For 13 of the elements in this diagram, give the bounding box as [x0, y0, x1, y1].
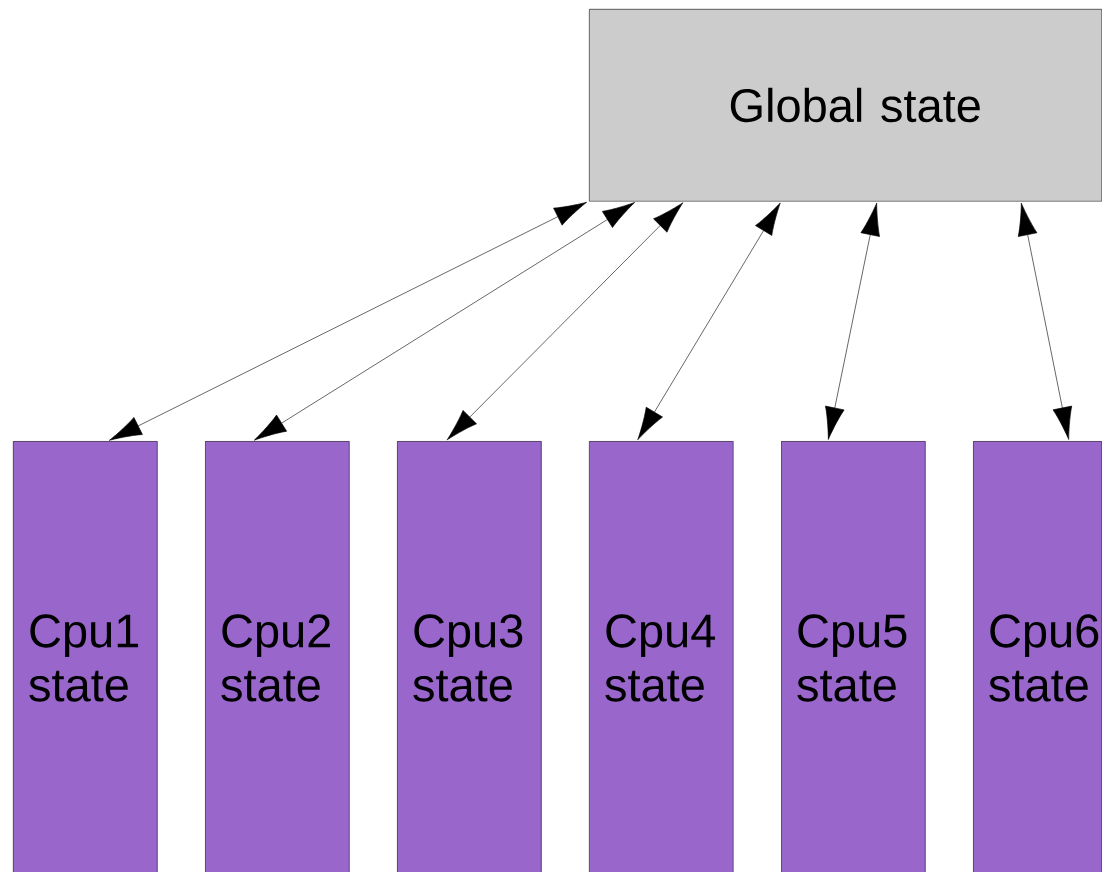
- cpu-state-box: Cpu3 state: [397, 441, 542, 872]
- cpu-state-box: Cpu6 state: [973, 441, 1102, 872]
- global-state-box: Global state: [589, 9, 1102, 202]
- arrow: [637, 202, 781, 440]
- cpu-state-box: Cpu1 state: [13, 441, 158, 872]
- arrow: [825, 202, 880, 440]
- arrow: [1018, 202, 1073, 440]
- arrow: [446, 202, 684, 441]
- arrow: [109, 202, 587, 441]
- arrow: [254, 202, 635, 441]
- cpu-state-box: Cpu5 state: [781, 441, 926, 872]
- cpu-state-box: Cpu2 state: [205, 441, 350, 872]
- cpu-state-box: Cpu4 state: [589, 441, 734, 872]
